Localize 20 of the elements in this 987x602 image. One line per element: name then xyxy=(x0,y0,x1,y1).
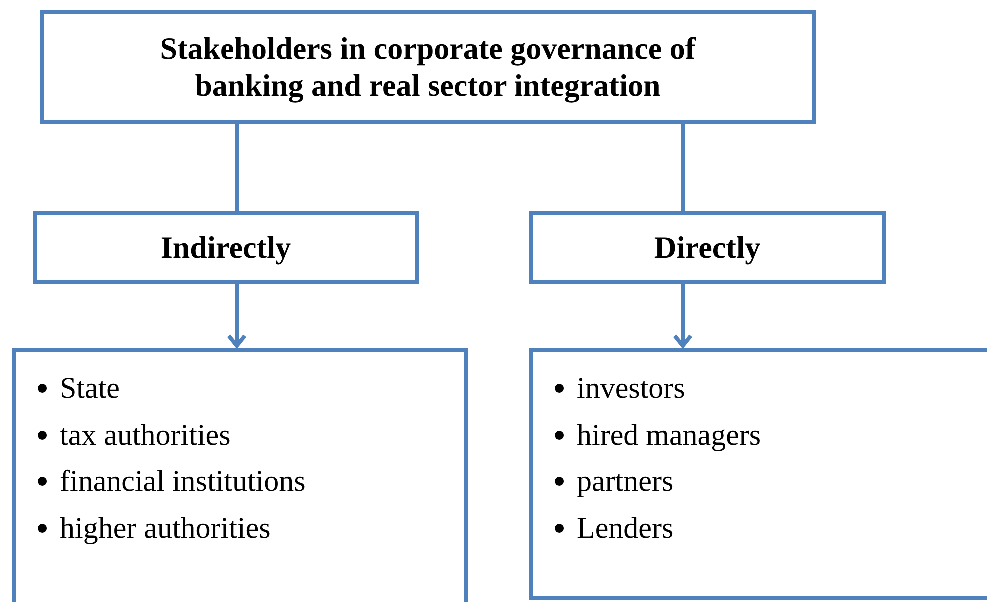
list-text: Lenders xyxy=(577,512,674,544)
connector-line xyxy=(235,124,239,211)
list-text: partners xyxy=(577,465,674,498)
heading-box xyxy=(33,211,419,284)
list-box xyxy=(12,348,468,602)
list-box xyxy=(529,348,987,600)
heading-text: Stakeholders in corporate governance of banking and real sector integration xyxy=(159,30,697,104)
heading-box xyxy=(529,211,886,284)
list-text: financial institutions xyxy=(60,465,306,498)
arrow xyxy=(673,284,693,348)
list-text: investors xyxy=(577,372,686,405)
connector-line xyxy=(681,124,685,211)
list-text: hired managers xyxy=(577,418,762,452)
list-text: higher authorities xyxy=(60,512,271,544)
list-text: State xyxy=(60,372,120,405)
heading-text: Directly xyxy=(654,228,761,266)
heading-text: Indirectly xyxy=(160,228,292,266)
list-text: tax authorities xyxy=(60,418,231,452)
heading-box xyxy=(40,10,816,124)
arrow xyxy=(227,284,247,348)
